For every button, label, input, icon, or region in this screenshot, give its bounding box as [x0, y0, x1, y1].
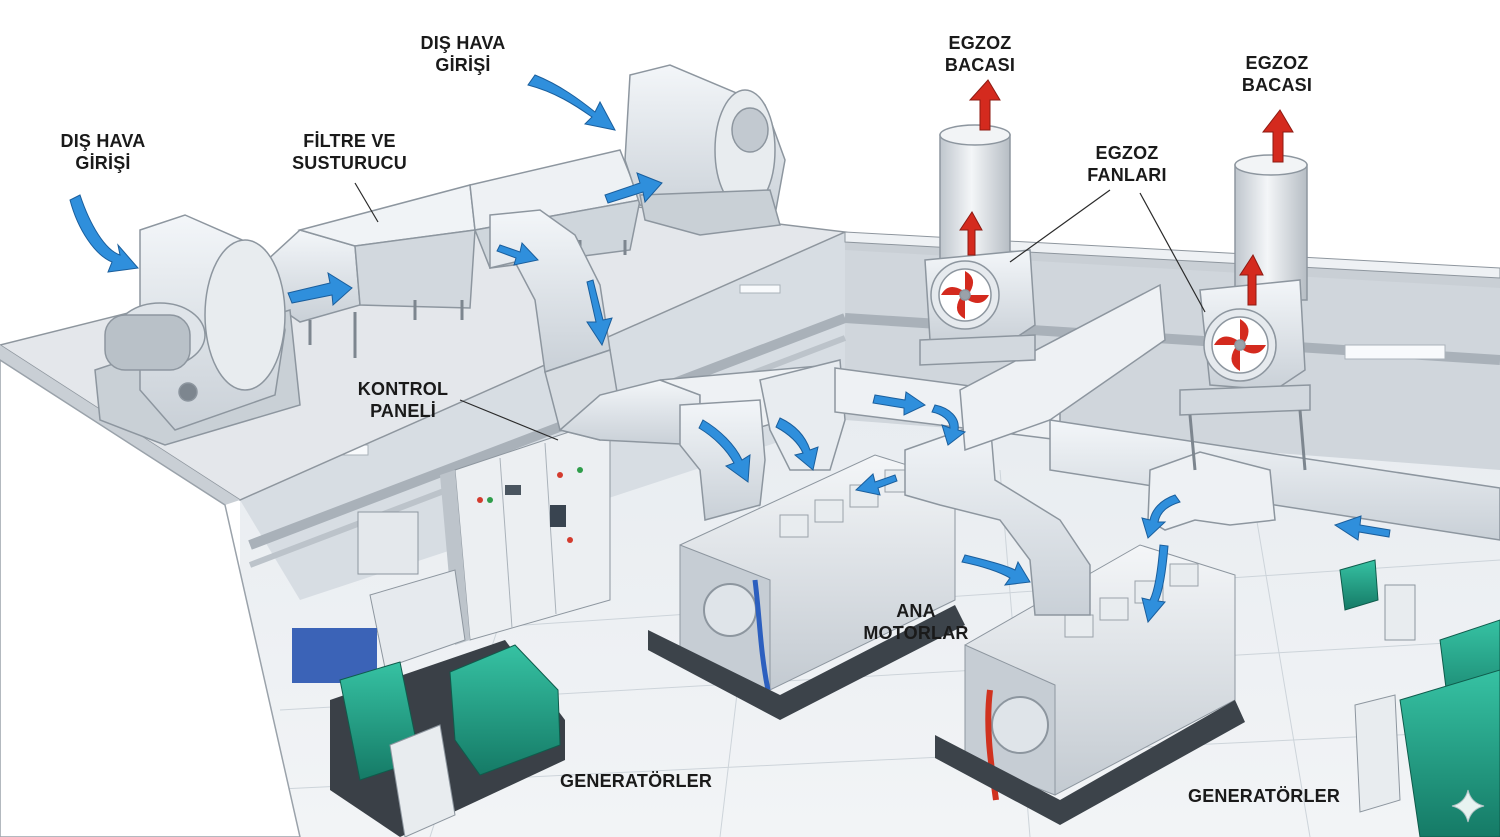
engine-icon [648, 454, 1245, 825]
control-panel-line1: KONTROL [357, 379, 449, 399]
exhaust-stack-1-line1: EGZOZ [948, 33, 1012, 53]
airflow-arrows [69, 74, 1391, 624]
exhaust-arrows [959, 79, 1294, 306]
blower-icon [94, 64, 786, 446]
exhaust-fan-icon [919, 124, 1311, 471]
generators-left-label: GENERATÖRLER [560, 771, 713, 791]
control-panel-label: KONTROL PANELİ [348, 378, 458, 422]
exhaust-stack-2-label: EGZOZ BACASI [1227, 52, 1327, 96]
exhaust-fans-line1: EGZOZ [1095, 143, 1159, 163]
filter-silencer-line1: FİLTRE VE [303, 131, 396, 151]
leader-lines [354, 182, 1206, 441]
air-intake-top-label: DIŞ HAVA GİRİŞİ [408, 32, 518, 76]
air-intake-left-label: DIŞ HAVA GİRİŞİ [48, 130, 158, 174]
air-intake-left-line2: GİRİŞİ [75, 153, 131, 173]
generators-right-label: GENERATÖRLER [1188, 786, 1341, 806]
main-engines-line1: ANA [896, 601, 936, 621]
filter-silencer-line2: SUSTURUCU [292, 153, 407, 173]
air-intake-left-line1: DIŞ HAVA [60, 131, 146, 151]
exhaust-stack-1-line2: BACASI [944, 55, 1016, 75]
main-engines-line2: MOTORLAR [863, 623, 969, 643]
filter-silencer-label: FİLTRE VE SUSTURUCU [282, 130, 417, 174]
exhaust-stack-2-line2: BACASI [1241, 75, 1313, 95]
air-intake-top-line1: DIŞ HAVA [420, 33, 506, 53]
exhaust-stack-1-label: EGZOZ BACASI [930, 32, 1030, 76]
exhaust-stack-2-line1: EGZOZ [1245, 53, 1309, 73]
air-intake-top-line2: GİRİŞİ [435, 55, 491, 75]
main-engines-label: ANA MOTORLAR [856, 600, 976, 644]
exhaust-fans-label: EGZOZ FANLARI [1072, 142, 1182, 186]
control-cabinet-icon [292, 424, 611, 683]
control-panel-line2: PANELİ [370, 401, 436, 421]
generator-icon [330, 559, 1500, 837]
exhaust-fans-line2: FANLARI [1087, 165, 1167, 185]
sparkle-icon [1451, 789, 1485, 823]
